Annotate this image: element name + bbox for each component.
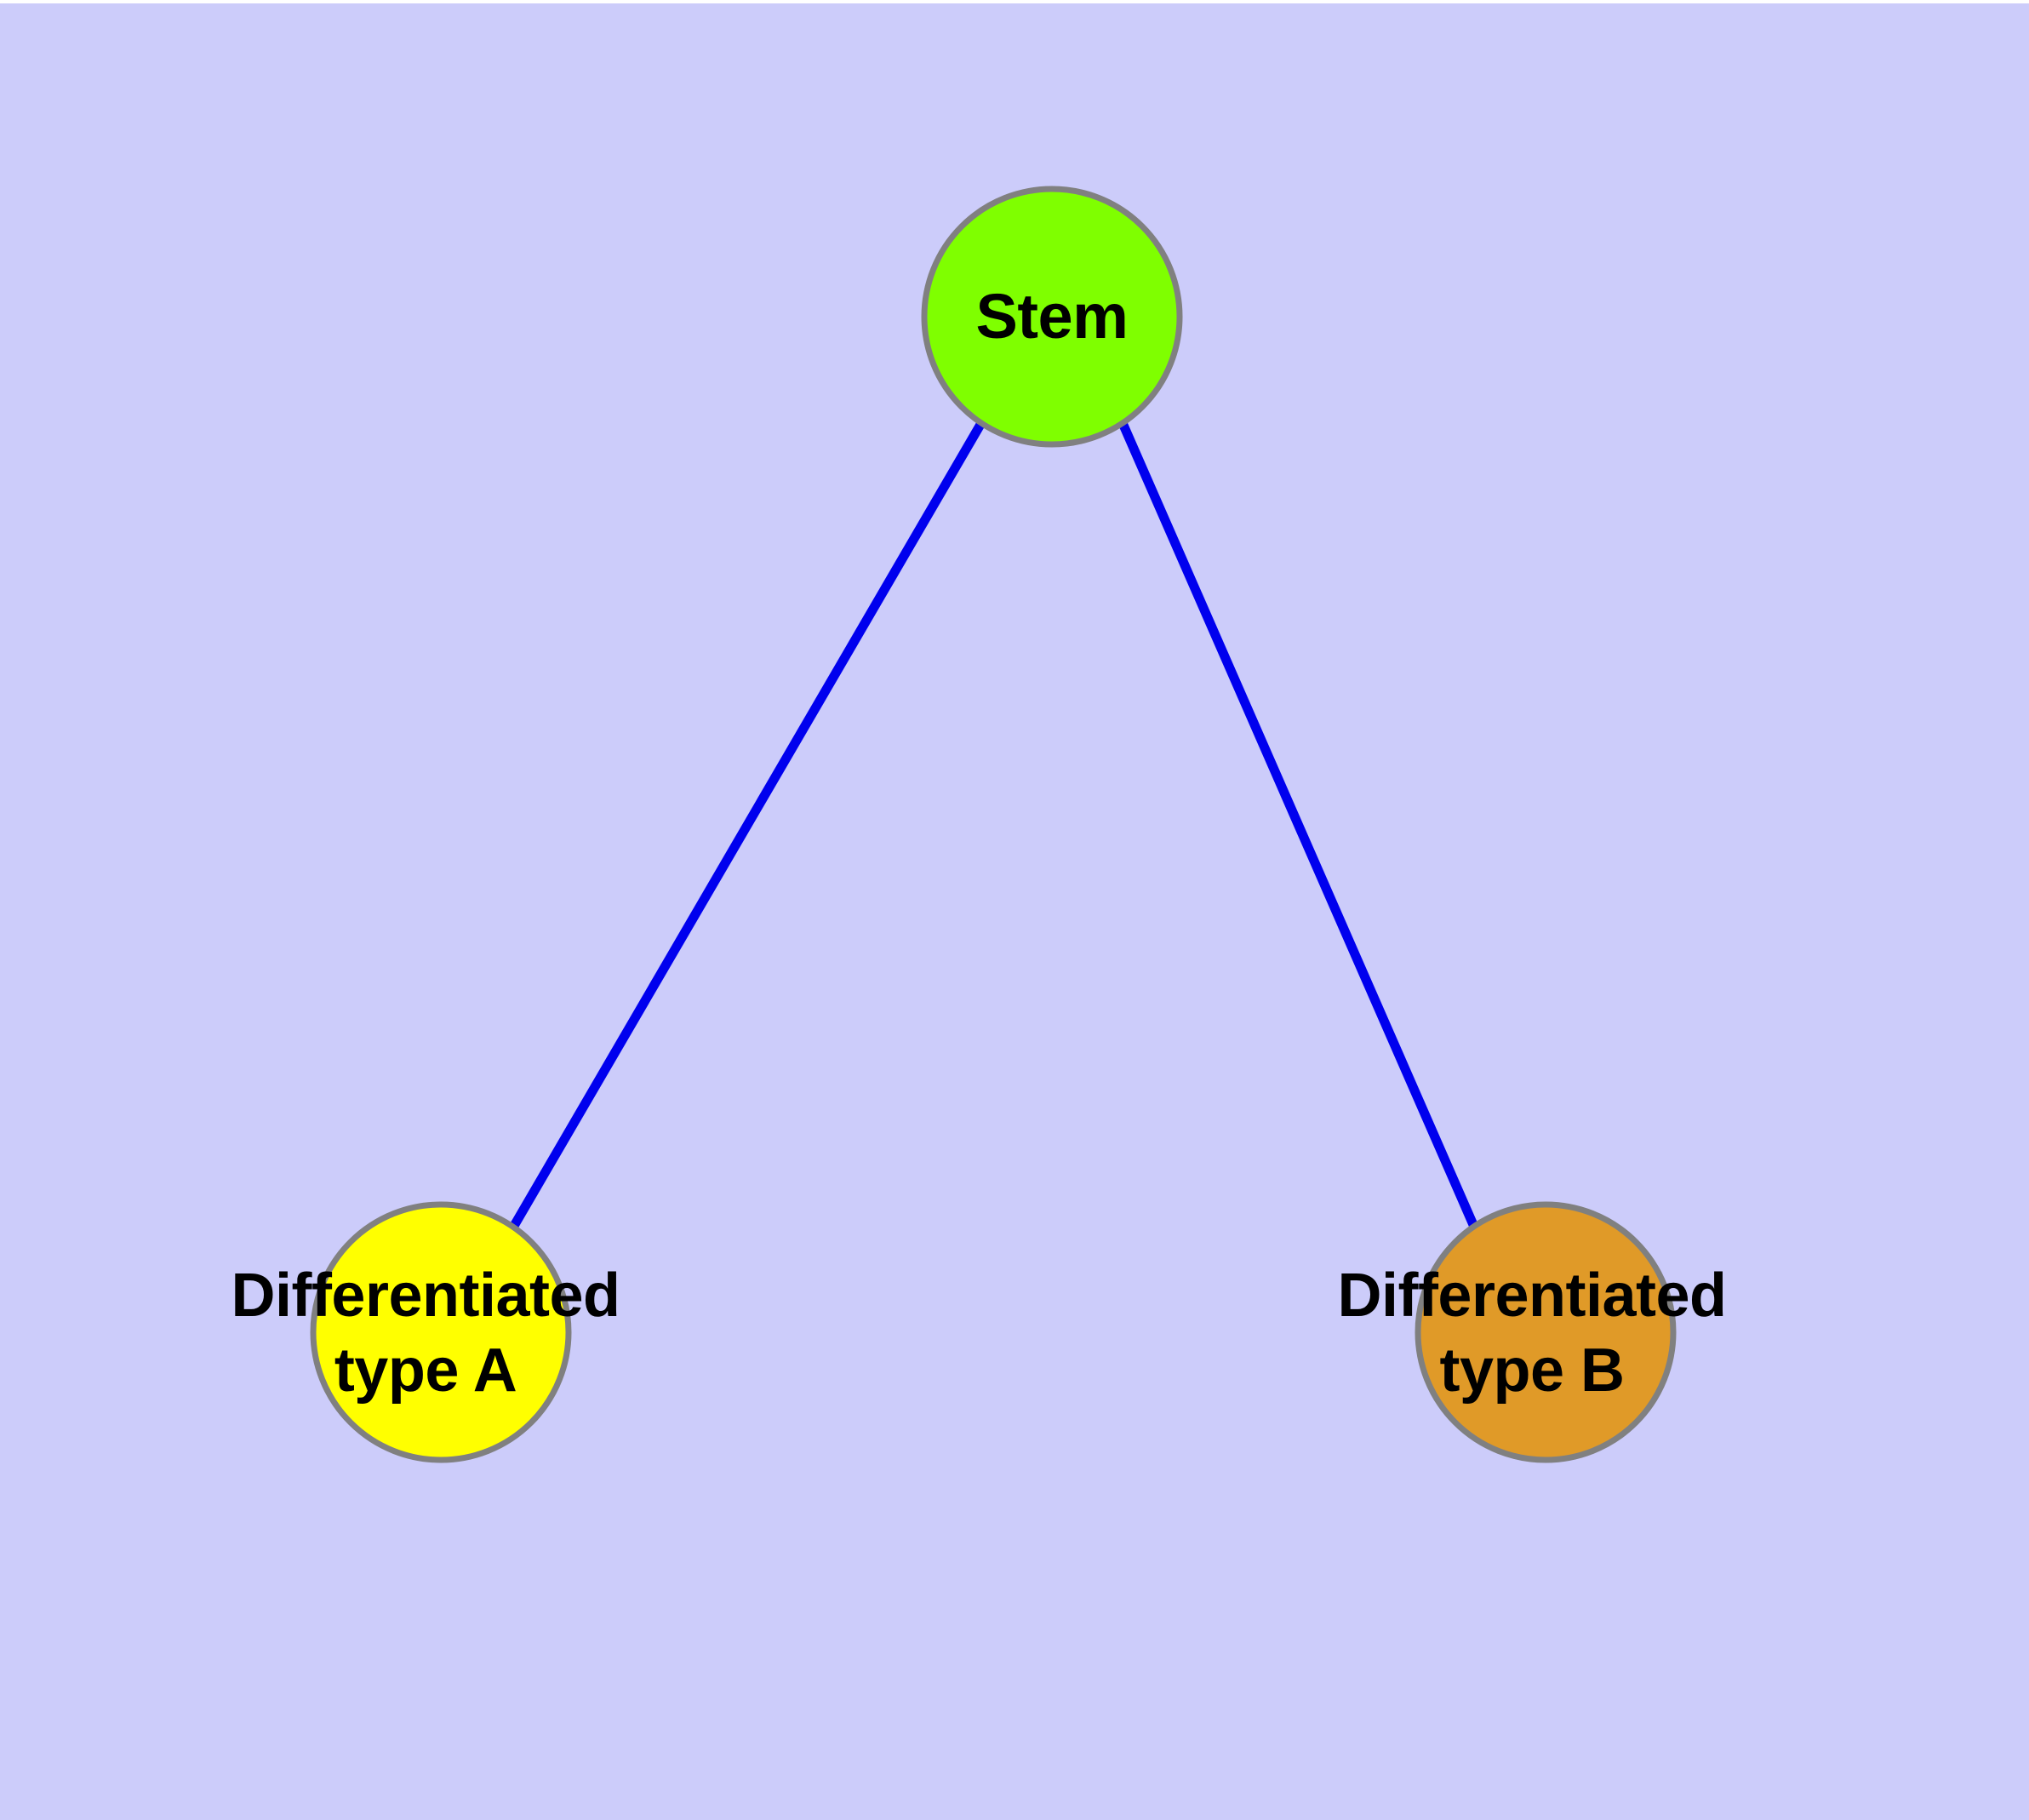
edge-stem-to-diff-b <box>1117 421 1479 1229</box>
node-diff-b-circle[interactable] <box>1415 1201 1677 1463</box>
edge-layer <box>510 421 1479 1229</box>
edge-stem-to-diff-a <box>510 421 986 1228</box>
node-layer <box>310 186 1677 1463</box>
node-diff-a-circle[interactable] <box>310 1201 572 1463</box>
node-stem-circle[interactable] <box>921 186 1183 448</box>
